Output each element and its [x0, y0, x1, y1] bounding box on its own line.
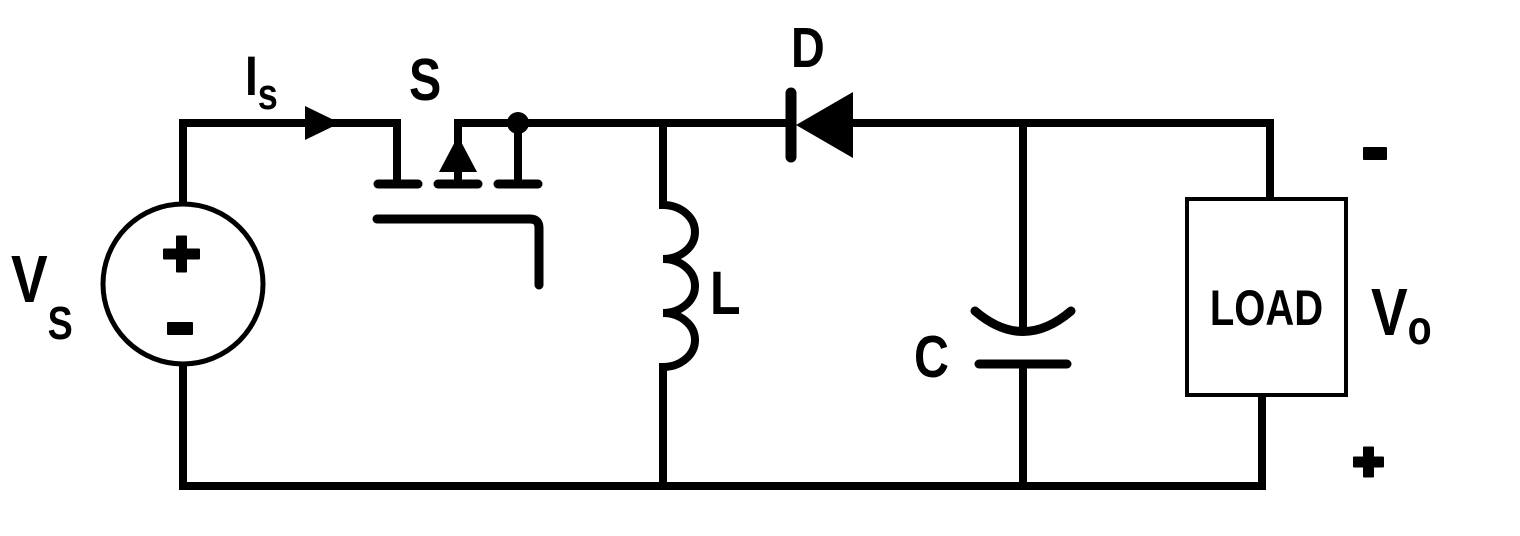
load-box [1185, 197, 1348, 397]
diode-label: D [791, 16, 825, 80]
source-voltage-sub: S [47, 297, 73, 349]
diode-to-load-wire [850, 119, 1274, 198]
input-current-base: I [245, 44, 258, 107]
voltage-source-circle [100, 201, 266, 367]
bottom-rail-wire [179, 362, 1266, 490]
inductor-branch-wire [659, 123, 699, 486]
minus-icon [167, 322, 193, 335]
capacitor-label: C [914, 324, 949, 390]
output-minus-icon [1363, 147, 1387, 160]
mosfet-body-arrow-icon [439, 136, 477, 172]
source-voltage-base: V [11, 242, 48, 317]
input-current-label: Is [245, 48, 278, 117]
inductor-label: L [710, 259, 741, 327]
output-voltage-base: V [1371, 275, 1408, 350]
diode-triangle [796, 92, 853, 158]
output-voltage-label: Vo [1371, 279, 1432, 353]
plus-icon [163, 235, 200, 273]
input-current-sub: s [257, 70, 278, 119]
mosfet-gate [372, 214, 544, 290]
source-voltage-label: VS [11, 246, 73, 346]
output-voltage-sub: o [1407, 302, 1432, 355]
input-top-wire [179, 119, 401, 206]
output-plus-icon [1353, 446, 1384, 478]
capacitor-curved-plate [970, 306, 1076, 336]
current-arrow-icon [305, 106, 340, 140]
junction-dot [507, 112, 529, 134]
load-label: LOAD [1209, 280, 1324, 336]
switch-label: S [409, 47, 442, 113]
